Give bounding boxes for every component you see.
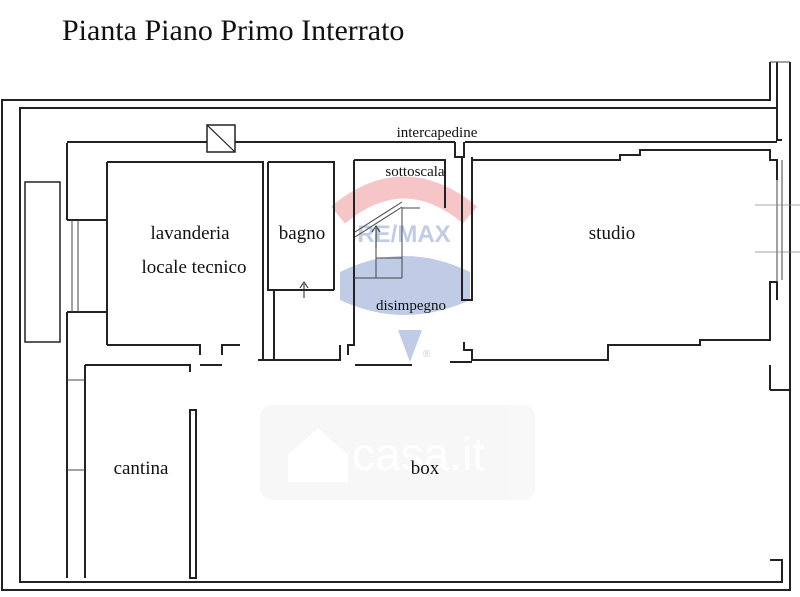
disimpegno-area: disimpegno [355, 157, 473, 366]
remax-watermark: RE/MAX ® [330, 176, 478, 362]
label-intercapedine: intercapedine [397, 125, 478, 141]
label-studio: studio [589, 223, 635, 244]
label-locale-tecnico: locale tecnico [142, 257, 247, 278]
outer-walls [1, 61, 791, 591]
label-bagno: bagno [279, 223, 325, 244]
casa-watermark: casa.it [260, 405, 535, 500]
label-cantina: cantina [114, 458, 169, 479]
remax-logo-text: RE/MAX [357, 221, 450, 248]
left-window [24, 181, 61, 343]
plan-title: Pianta Piano Primo Interrato [62, 14, 404, 47]
intercapedine-corridor: intercapedine [66, 124, 777, 220]
label-sottoscala: sottoscala [385, 164, 444, 180]
sottoscala-stairs: sottoscala [347, 159, 446, 355]
label-box: box [411, 458, 440, 479]
casa-logo-text: casa.it [352, 428, 485, 480]
left-column-walls [66, 219, 107, 578]
studio-room: studio [450, 149, 800, 363]
label-lavanderia: lavanderia [150, 223, 230, 244]
box-cantina-area: cantina box [114, 409, 440, 579]
remax-registered-mark: ® [423, 349, 431, 360]
bagno-room: bagno [258, 161, 341, 361]
lavanderia-room: lavanderia locale tecnico [85, 161, 264, 372]
label-disimpegno: disimpegno [376, 298, 446, 314]
